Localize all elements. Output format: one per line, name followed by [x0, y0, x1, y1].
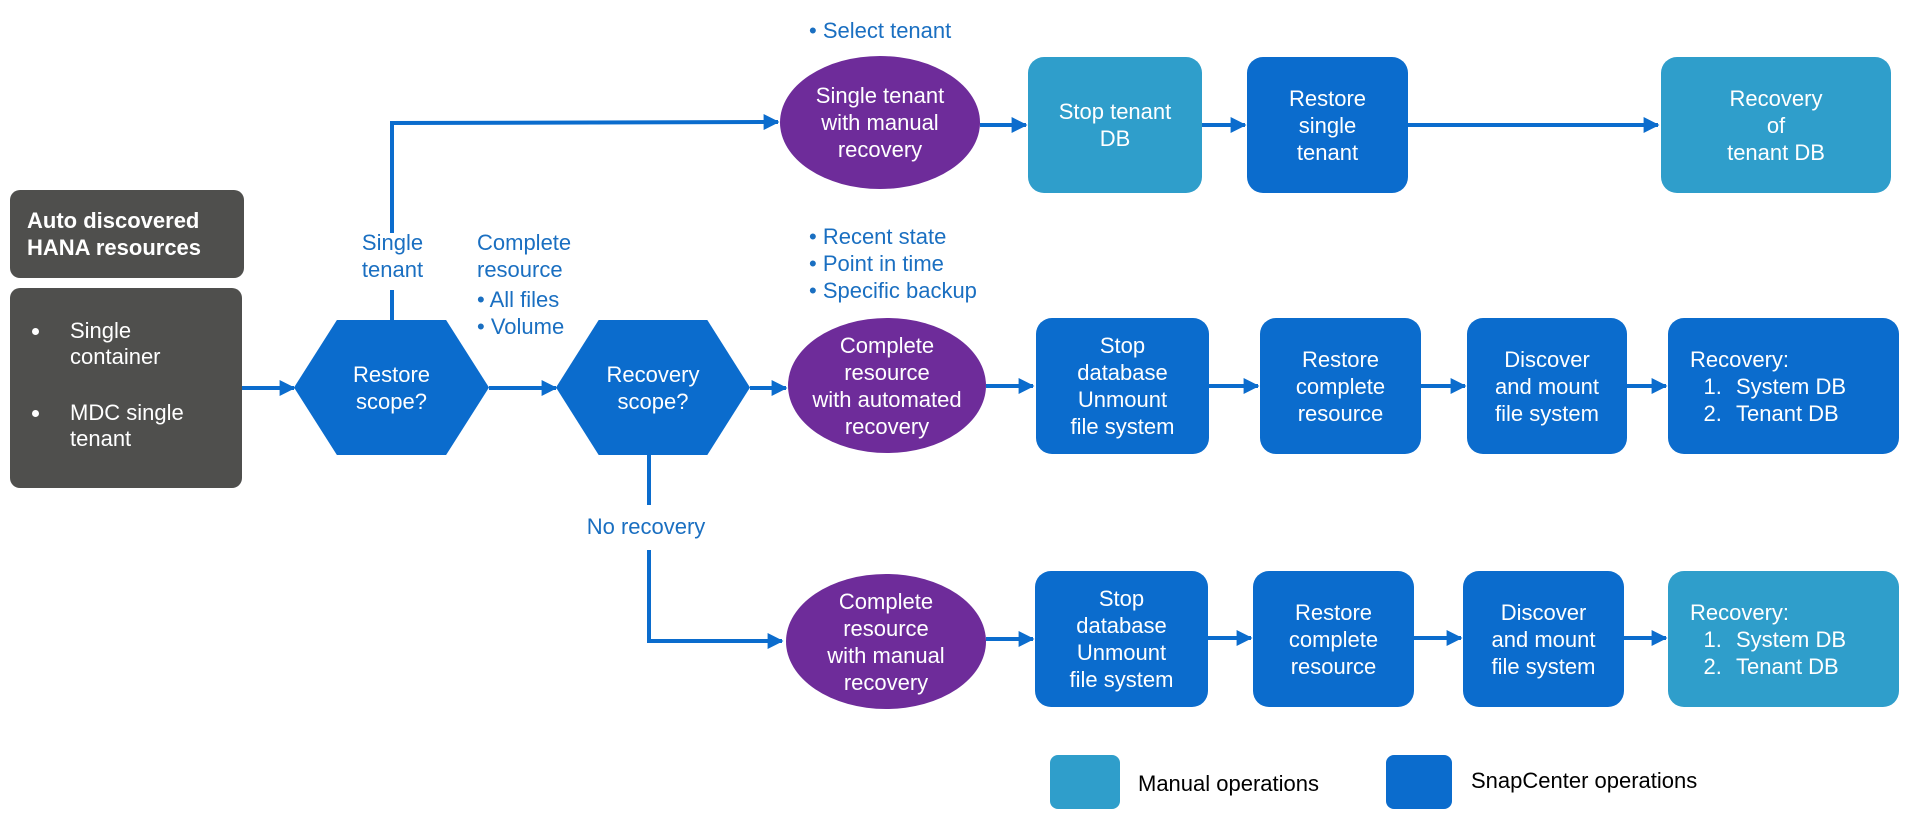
recovery-options-list: Recent state Point in time Specific back… [809, 223, 977, 304]
label-complete-resource: Complete resource [477, 230, 572, 282]
restore-complete-resource-node-manual: Restore complete resource [1253, 571, 1414, 707]
resource-item-single-container: Single container [52, 318, 234, 370]
legend-manual-swatch [1050, 755, 1120, 809]
legend-manual-label: Manual operations [1138, 771, 1320, 796]
recovery-title-manual: Recovery: [1690, 599, 1790, 625]
discover-mount-node-manual: Discover and mount file system [1463, 571, 1624, 707]
recovery-step-tenant-db-manual: Tenant DB [1728, 653, 1846, 680]
stop-database-unmount-node-manual: Stop database Unmount file system [1035, 571, 1208, 707]
select-tenant-list: Select tenant [809, 17, 951, 44]
recovery-scope-decision: Recovery scope? [556, 320, 750, 455]
recovery-title-auto: Recovery: [1690, 346, 1790, 372]
label-single-tenant: Single tenant [361, 230, 424, 282]
stop-tenant-db-node: Stop tenant DB [1028, 57, 1202, 193]
legend-snapcenter-swatch [1386, 755, 1452, 809]
restore-complete-resource-node-auto: Restore complete resource [1260, 318, 1421, 454]
connector-recovery-scope-to-manual [647, 550, 784, 649]
recovery-step-system-db-manual: System DB [1728, 626, 1846, 653]
resources-list-box: Single container MDC single tenant [10, 288, 242, 488]
resource-item-mdc-single-tenant: MDC single tenant [52, 400, 234, 452]
restore-single-tenant-node: Restore single tenant [1247, 57, 1408, 193]
option-all-files: All files [477, 286, 564, 313]
recovery-step-tenant-db-auto: Tenant DB [1728, 400, 1846, 427]
connector-restore-scope-to-single-tenant [390, 114, 780, 233]
label-no-recovery: No recovery [586, 514, 706, 539]
recovery-of-tenant-db-node: Recovery of tenant DB [1661, 57, 1891, 193]
option-recent-state: Recent state [809, 223, 977, 250]
option-point-in-time: Point in time [809, 250, 977, 277]
complete-resource-manual-recovery-node: Complete resource with manual recovery [786, 574, 986, 709]
stop-database-unmount-node-auto: Stop database Unmount file system [1036, 318, 1209, 454]
restore-scope-decision: Restore scope? [294, 320, 489, 455]
recovery-steps-node-auto: Recovery: System DB Tenant DB [1668, 318, 1899, 454]
single-tenant-manual-recovery-node: Single tenant with manual recovery [780, 56, 980, 189]
option-specific-backup: Specific backup [809, 277, 977, 304]
option-volume: Volume [477, 313, 564, 340]
recovery-steps-node-manual: Recovery: System DB Tenant DB [1668, 571, 1899, 707]
resources-header-box: Auto discovered HANA resources [10, 190, 244, 278]
option-select-tenant: Select tenant [809, 17, 951, 44]
discover-mount-node-auto: Discover and mount file system [1467, 318, 1627, 454]
recovery-step-system-db-auto: System DB [1728, 373, 1846, 400]
legend-snapcenter-label: SnapCenter operations [1471, 768, 1698, 793]
complete-resource-options-list: All files Volume [477, 286, 565, 340]
complete-resource-automated-recovery-node: Complete resource with automated recover… [788, 318, 986, 453]
